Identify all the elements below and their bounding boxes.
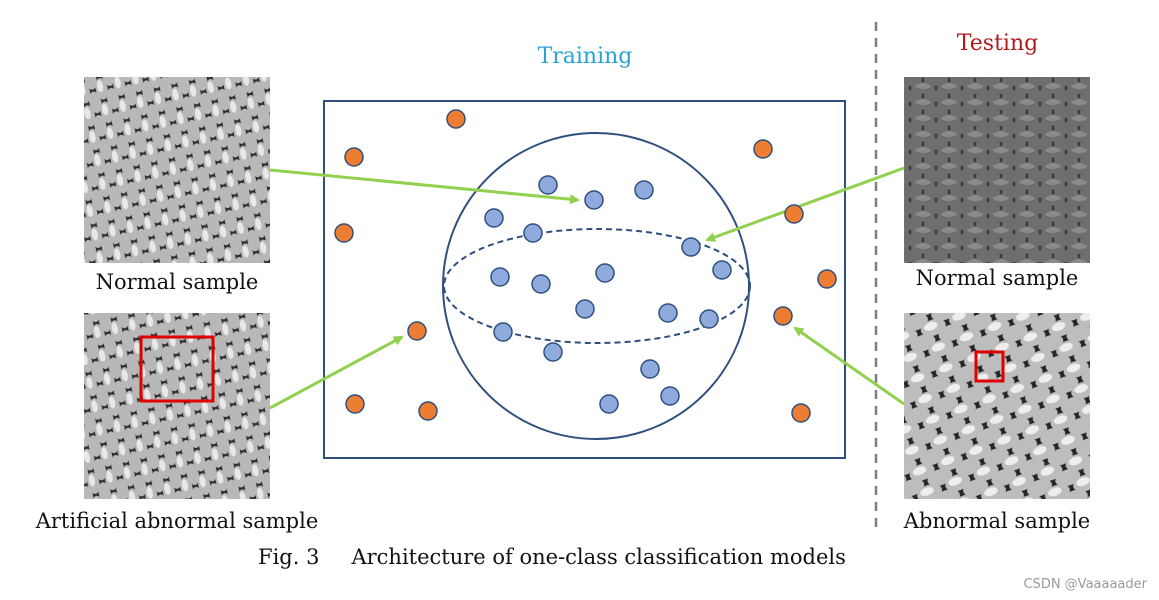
watermark: CSDN @Vaaaaader xyxy=(1023,577,1147,592)
normal-point xyxy=(712,260,732,280)
normal-point xyxy=(484,208,504,228)
arrow-test-abnormal xyxy=(793,326,905,406)
anomaly-box xyxy=(974,350,1005,383)
normal-point xyxy=(531,274,551,294)
abnormal-point xyxy=(334,223,354,243)
normal-point xyxy=(599,394,619,414)
hypersphere-boundary xyxy=(442,132,750,440)
figure-number: Fig. 3 xyxy=(258,545,320,569)
abnormal-point xyxy=(344,147,364,167)
normal-point xyxy=(493,322,513,342)
arrow-train-normal xyxy=(269,168,580,205)
arrow-test-normal xyxy=(705,166,905,242)
normal-point xyxy=(640,359,660,379)
testing-heading: Testing xyxy=(956,31,1039,56)
test-normal-image xyxy=(904,77,1090,263)
anomaly-box xyxy=(139,335,215,403)
abnormal-point xyxy=(791,403,811,423)
normal-point xyxy=(634,180,654,200)
abnormal-point xyxy=(773,306,793,326)
training-heading: Training xyxy=(537,44,633,69)
abnormal-point xyxy=(753,139,773,159)
normal-point xyxy=(660,386,680,406)
normal-point xyxy=(699,309,719,329)
abnormal-point xyxy=(418,401,438,421)
train-normal-image xyxy=(84,77,270,263)
normal-point xyxy=(490,267,510,287)
normal-point xyxy=(584,190,604,210)
abnormal-points xyxy=(334,109,837,423)
abnormal-point xyxy=(407,321,427,341)
arrow-train-abnormal xyxy=(269,335,404,410)
normal-point xyxy=(538,175,558,195)
figure-caption: Fig. 3 Architecture of one-class classifi… xyxy=(258,545,846,569)
normal-point xyxy=(575,299,595,319)
train-abnormal-label: Artificial abnormal sample xyxy=(35,509,319,533)
normal-point xyxy=(543,342,563,362)
test-normal-label: Normal sample xyxy=(915,266,1079,290)
abnormal-point xyxy=(817,269,837,289)
hypersphere-equator xyxy=(443,228,751,344)
train-normal-label: Normal sample xyxy=(95,270,259,294)
normal-point xyxy=(523,223,543,243)
test-abnormal-image xyxy=(904,313,1090,499)
train-abnormal-image xyxy=(84,313,270,499)
abnormal-point xyxy=(446,109,466,129)
feature-space-frame xyxy=(323,100,846,459)
normal-point xyxy=(595,263,615,283)
normal-point xyxy=(681,237,701,257)
normal-points xyxy=(484,175,732,414)
abnormal-point xyxy=(345,394,365,414)
test-abnormal-label: Abnormal sample xyxy=(903,509,1091,533)
normal-point xyxy=(658,303,678,323)
abnormal-point xyxy=(784,204,804,224)
figure-caption-text: Architecture of one-class classification… xyxy=(351,545,846,569)
